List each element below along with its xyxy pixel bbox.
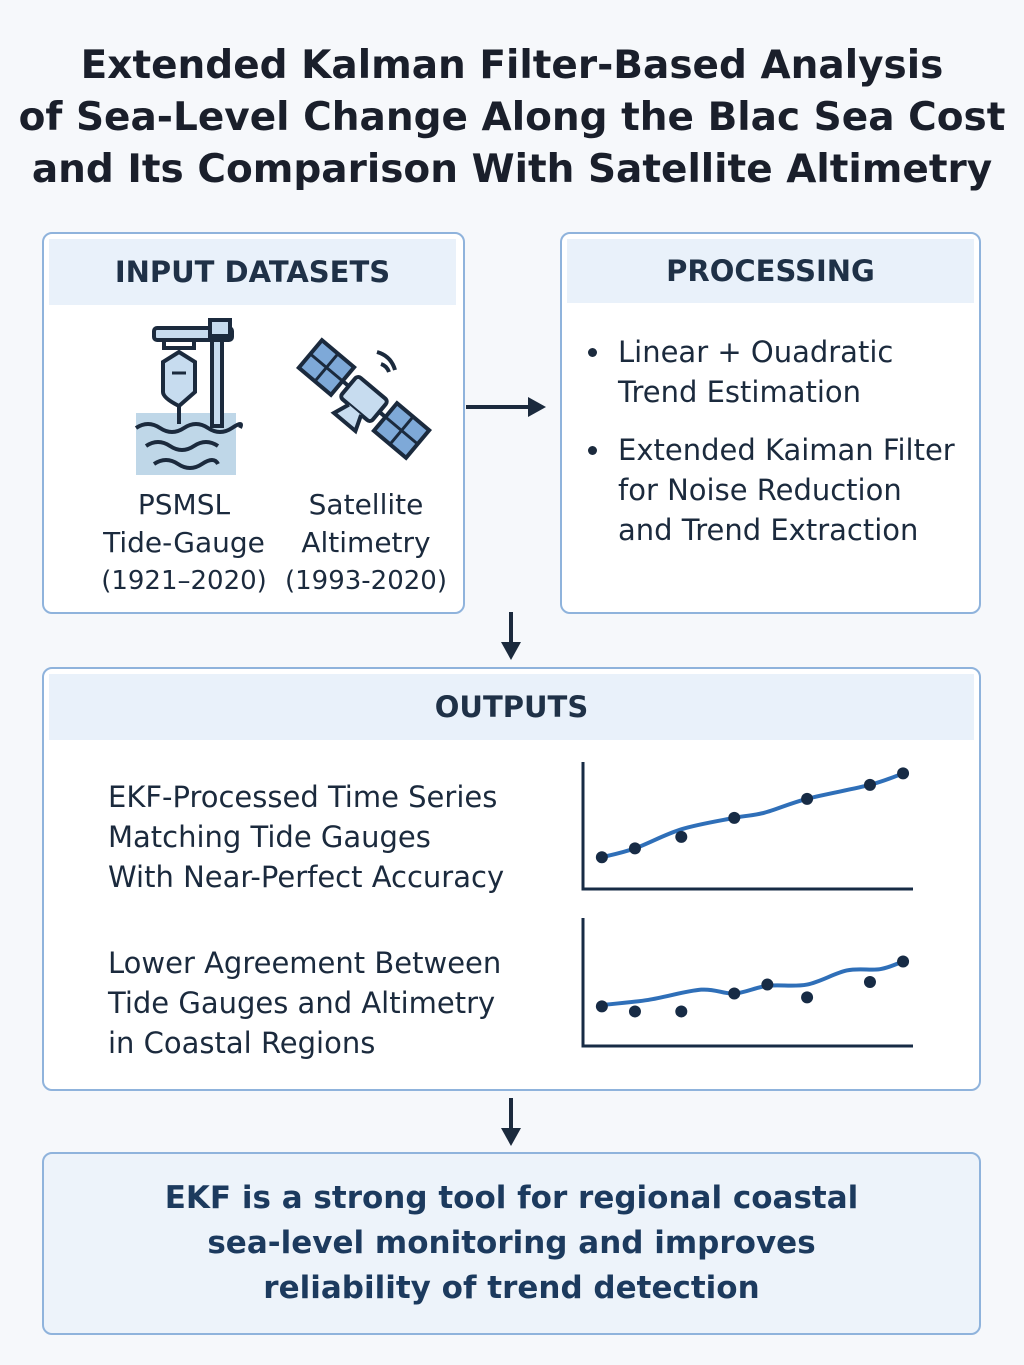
processing-heading: PROCESSING <box>567 239 974 303</box>
data-point <box>595 851 608 864</box>
data-point <box>628 1005 641 1018</box>
dataset-name: Tide-Gauge <box>103 526 265 559</box>
dataset-period: (1921–2020) <box>101 566 267 596</box>
processing-bullet: Linear + Ouadratic Trend Estimation <box>588 332 893 412</box>
satellite-icon <box>295 337 433 461</box>
conclusion-text: reliability of trend detection <box>263 1270 760 1306</box>
processing-box: PROCESSING Linear + Ouadratic Trend Esti… <box>560 232 981 614</box>
output-text: EKF-Processed Time Series <box>108 780 498 814</box>
bullet-text: Trend Estimation <box>618 375 862 409</box>
dataset-name: Satellite <box>308 488 424 521</box>
data-point <box>801 792 814 805</box>
arrow-down-icon <box>501 1098 521 1146</box>
altimetry-chart <box>581 918 913 1048</box>
data-point <box>863 976 876 988</box>
data-point <box>761 978 774 991</box>
output-text: Matching Tide Gauges <box>108 820 431 854</box>
arrow-right-icon <box>466 397 546 417</box>
arrow-down-icon <box>501 612 521 660</box>
outputs-box: OUTPUTS EKF-Processed Time Series Matchi… <box>42 667 981 1091</box>
data-point <box>897 767 910 780</box>
tide-gauge-icon <box>134 318 243 475</box>
title-line: Extended Kalman Filter-Based Analysis <box>80 43 944 88</box>
dataset-period: (1993-2020) <box>284 566 447 596</box>
bullet-text: for Noise Reduction <box>618 473 902 507</box>
chart-axes <box>581 918 913 1048</box>
conclusion-text: sea-level monitoring and improves <box>207 1225 816 1261</box>
data-point <box>897 955 910 968</box>
bullet-text: Linear + Ouadratic <box>618 335 894 369</box>
bullet-text: and Trend Extraction <box>618 513 919 547</box>
output-item: Lower Agreement Between Tide Gauges and … <box>108 943 501 1063</box>
bullet-icon <box>588 446 597 455</box>
dataset-name: Altimetry <box>301 526 431 559</box>
outputs-heading: OUTPUTS <box>49 674 974 740</box>
conclusion-text: EKF is a strong tool for regional coasta… <box>164 1180 859 1216</box>
data-point <box>595 1000 608 1013</box>
input-datasets-heading: INPUT DATASETS <box>49 239 456 305</box>
output-text: in Coastal Regions <box>108 1026 376 1060</box>
bullet-text: Extended Kaiman Filter <box>618 433 955 467</box>
trend-line <box>599 959 906 1008</box>
output-text: Lower Agreement Between <box>108 946 502 980</box>
title-line: of Sea-Level Change Along the Blac Sea C… <box>18 95 1006 140</box>
chart-axes <box>581 762 913 891</box>
data-point <box>728 811 741 824</box>
output-text: Tide Gauges and Altimetry <box>108 986 496 1020</box>
input-datasets-box: INPUT DATASETS <box>42 232 465 614</box>
bullet-icon <box>588 348 597 357</box>
data-point <box>863 778 876 791</box>
output-text: With Near-Perfect Accuracy <box>108 860 505 894</box>
data-point <box>801 991 814 1004</box>
dataset-psmsl: PSMSL Tide-Gauge (1921–2020) <box>84 486 284 600</box>
data-point <box>675 830 688 843</box>
dataset-satellite: Satellite Altimetry (1993-2020) <box>266 486 466 600</box>
ekf-chart <box>581 762 913 891</box>
conclusion-box: EKF is a strong tool for regional coasta… <box>42 1152 981 1335</box>
dataset-name: PSMSL <box>137 488 231 521</box>
trend-line <box>599 771 906 860</box>
data-point <box>628 842 641 855</box>
processing-bullet: Extended Kaiman Filter for Noise Reducti… <box>588 430 955 550</box>
data-point <box>728 987 741 1000</box>
title-line: and Its Comparison With Satellite Altime… <box>31 147 993 192</box>
diagram-title: Extended Kalman Filter-Based Analysis of… <box>0 40 1024 196</box>
output-item: EKF-Processed Time Series Matching Tide … <box>108 777 504 897</box>
data-point <box>675 1005 688 1018</box>
